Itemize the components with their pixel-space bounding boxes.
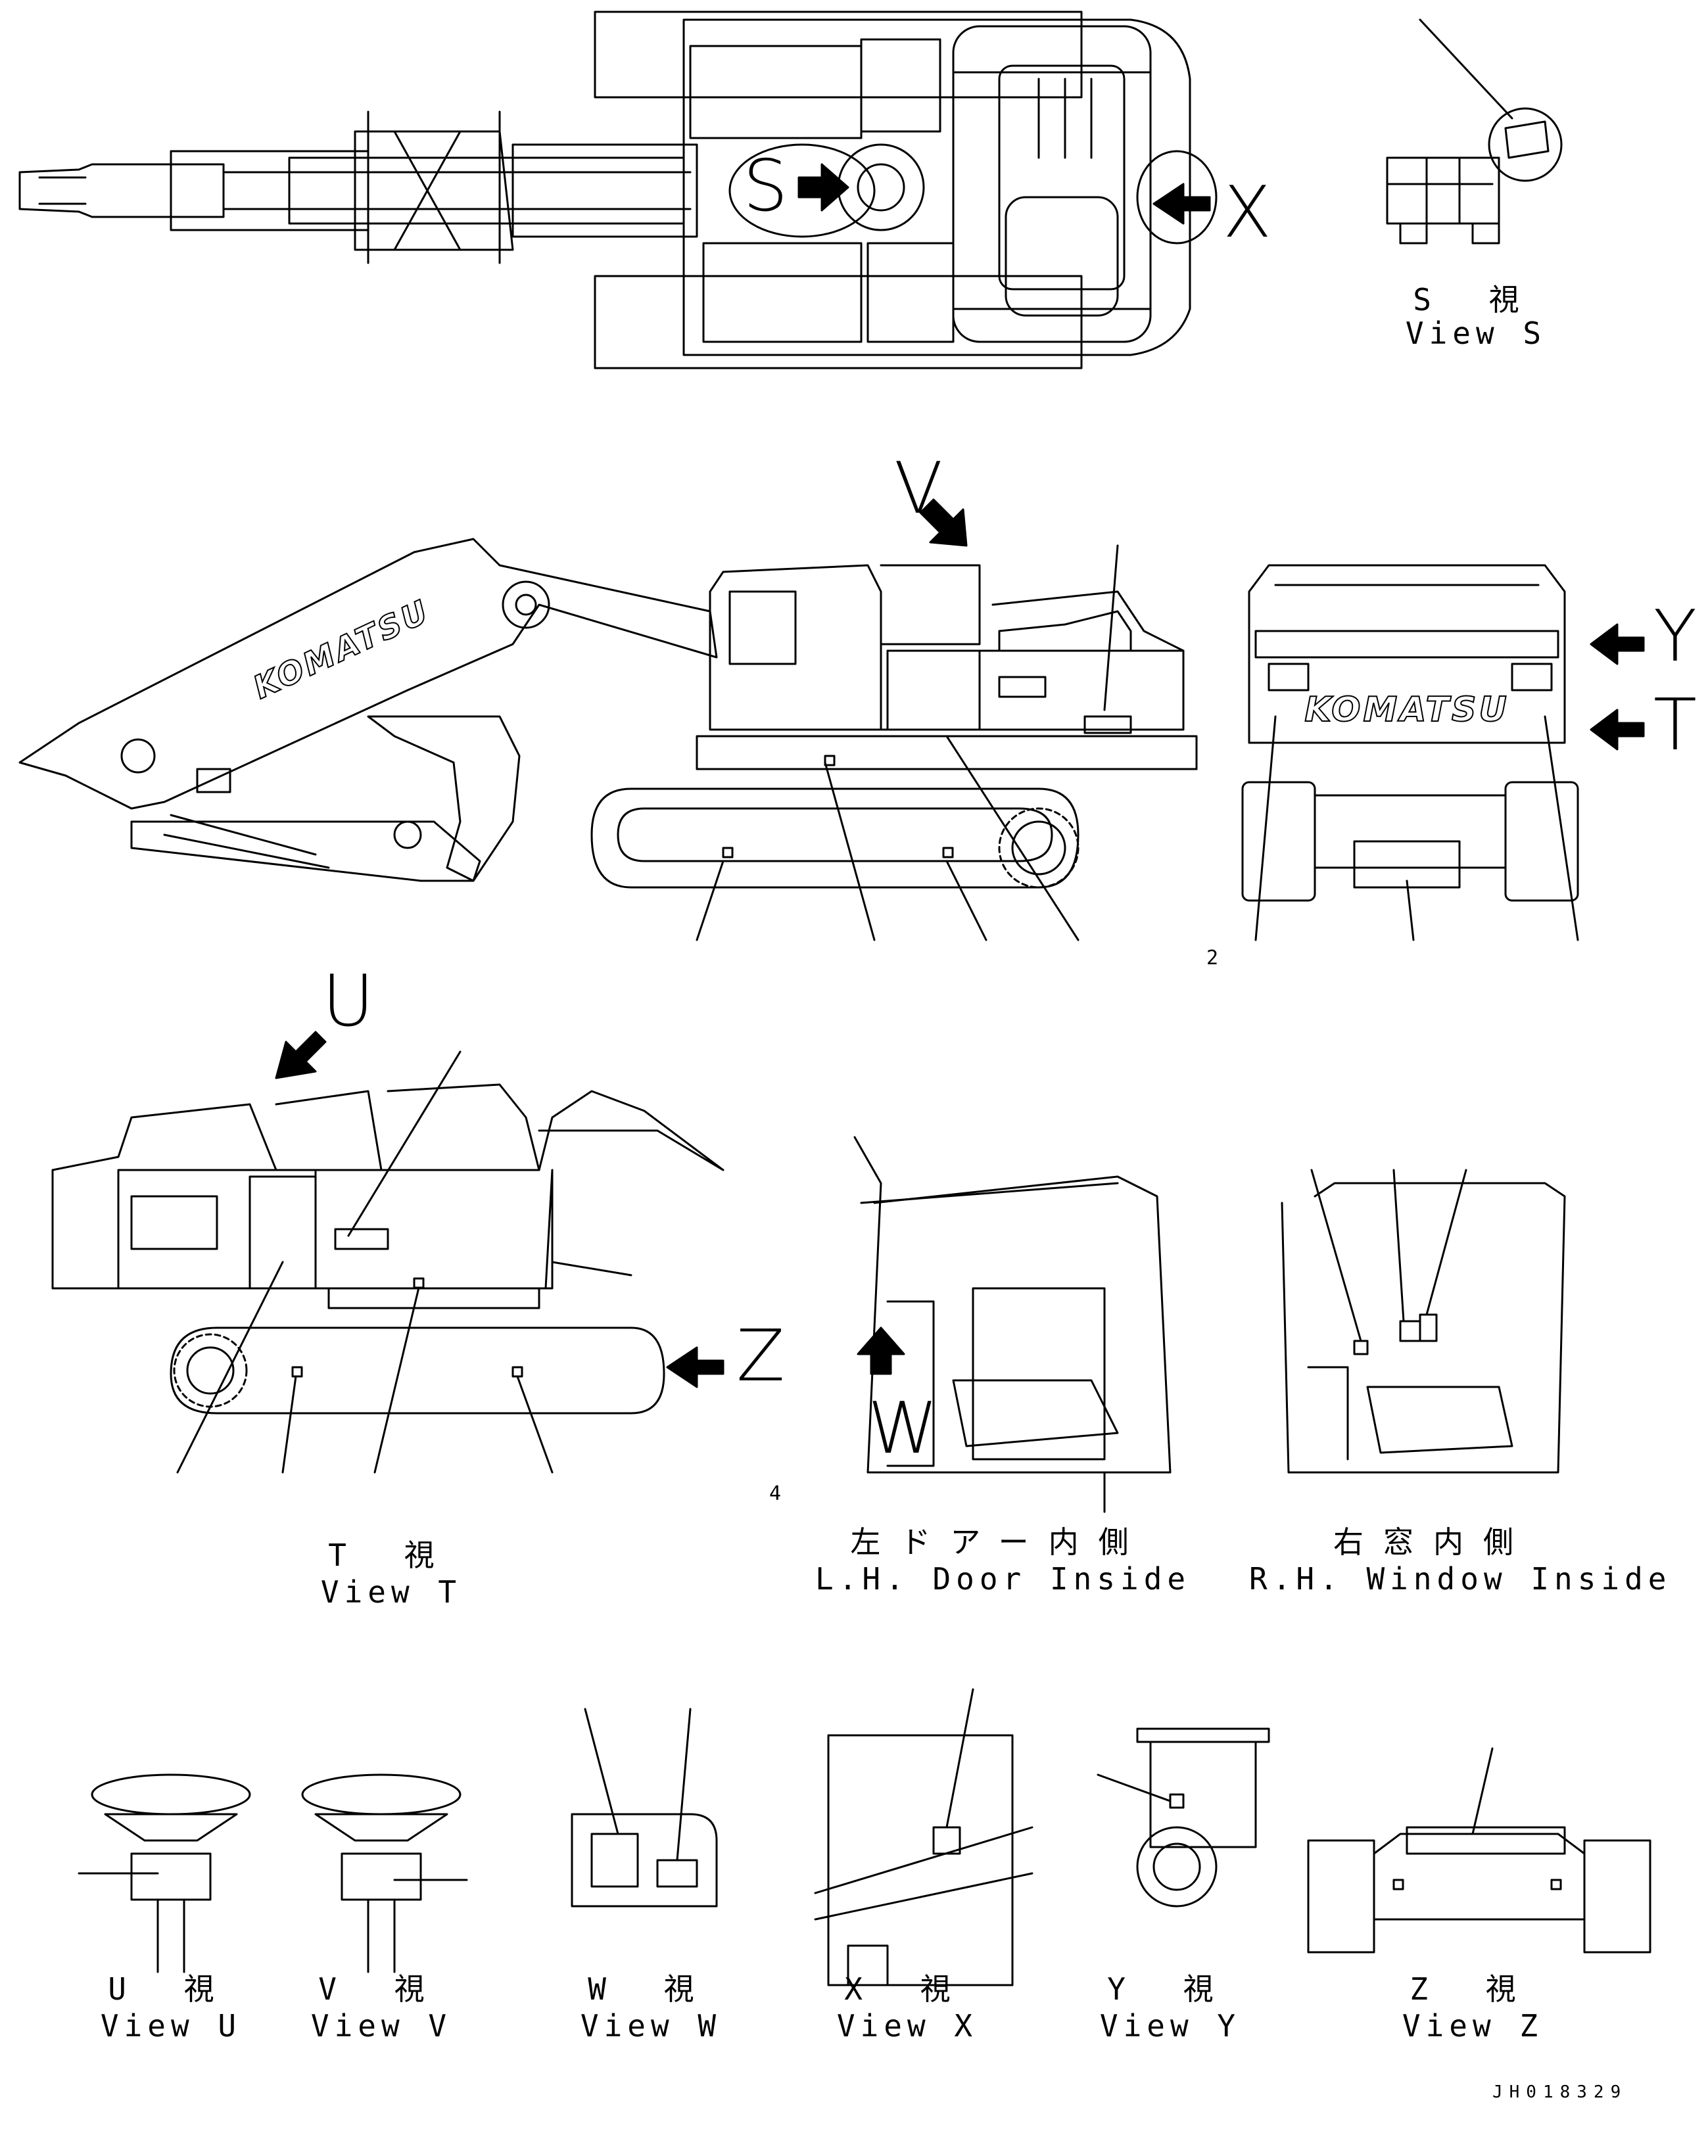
caption-view-x-en: View X (836, 2008, 978, 2044)
caption-view-z-jp: Z 視 (1410, 1971, 1536, 2007)
view-y-drawing (1097, 1727, 1270, 1908)
page-marker-4: 4 (769, 1482, 782, 1505)
caption-view-v-en: View V (310, 2008, 452, 2044)
caption-view-z-en: View Z (1402, 2008, 1544, 2044)
drawing-code: JH018329 (1492, 2082, 1628, 2102)
page-marker-2: 2 (1206, 947, 1219, 970)
caption-view-t-jp: T 視 (328, 1537, 454, 1573)
view-letter-u: U (322, 960, 375, 1043)
view-letter-v: V (894, 448, 943, 530)
view-letter-s: S (743, 145, 788, 227)
view-letter-w: W (868, 1388, 938, 1470)
caption-view-s-jp: S 視 (1413, 282, 1539, 317)
view-v-drawing (301, 1773, 468, 1973)
caption-lh-door-en: L.H. Door Inside (815, 1561, 1191, 1597)
caption-view-u-jp: U 視 (108, 1971, 234, 2007)
view-letter-t: T (1653, 684, 1697, 766)
view-u-drawing (78, 1773, 251, 1973)
rh-window-inside-drawing (1281, 1169, 1566, 1474)
lh-door-inside-drawing (853, 1136, 1172, 1513)
top-view-drawing (18, 11, 1218, 369)
caption-view-w-en: View W (580, 2008, 722, 2044)
view-letter-z: Z (736, 1315, 785, 1397)
caption-view-u-en: View U (100, 2008, 242, 2044)
caption-view-w-jp: W 視 (588, 1971, 714, 2007)
caption-view-s-en: View S (1405, 316, 1547, 351)
caption-view-x-jp: X 視 (844, 1971, 970, 2007)
caption-view-v-jp: V 視 (318, 1971, 444, 2007)
view-s-drawing (1386, 18, 1563, 245)
rear-view-drawing (1241, 564, 1645, 941)
view-t-drawing (51, 1031, 724, 1474)
caption-rh-window-en: R.H. Window Inside (1249, 1561, 1672, 1597)
caption-lh-door-jp: 左ドアー内側 (850, 1524, 1149, 1560)
caption-view-y-en: View Y (1099, 2008, 1241, 2044)
caption-view-y-jp: Y 視 (1107, 1971, 1233, 2007)
caption-view-t-en: View T (320, 1574, 462, 1610)
view-z-drawing (1307, 1747, 1651, 1954)
brand-logo-rear: KOMATSU (1304, 690, 1509, 730)
view-letter-y: Y (1653, 596, 1697, 678)
left-side-view-drawing (18, 498, 1198, 941)
view-letter-x: X (1223, 172, 1271, 254)
view-w-drawing (571, 1708, 718, 1908)
caption-rh-window-jp: 右窓内側 (1333, 1524, 1533, 1560)
view-x-drawing (814, 1688, 1033, 1986)
